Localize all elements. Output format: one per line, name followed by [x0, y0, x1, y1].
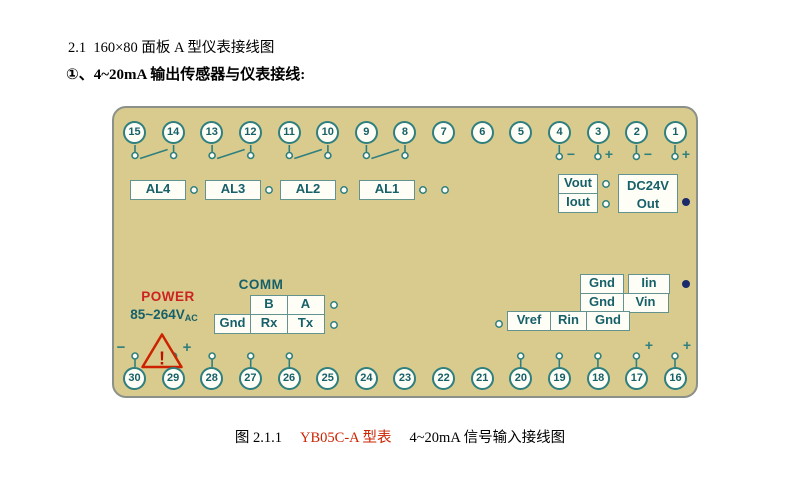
bottom-terminal-stubs: [131, 352, 679, 367]
terminal-17: 17: [625, 367, 649, 390]
terminal-6: 6: [470, 121, 494, 144]
subsection-heading: ①、4~20mA 输出传感器与仪表接线:: [66, 67, 306, 83]
gnd-label-1: Gnd: [580, 274, 624, 294]
warning-exclamation: !: [159, 349, 165, 369]
terminal-22: 22: [432, 367, 456, 390]
gnd-label-3: Gnd: [586, 311, 630, 331]
vin-label: Vin: [622, 292, 669, 313]
terminal-30: 30: [123, 367, 146, 390]
dc24v-minus-sign: −: [643, 146, 653, 162]
terminal-5: 5: [509, 121, 533, 144]
comm-gnd-label: Gnd: [213, 313, 252, 334]
power-voltage-value: 85~264V: [130, 307, 185, 322]
alarm-label-al2: AL2: [280, 180, 336, 200]
terminal-12: 12: [238, 121, 262, 144]
dc24v-line2: Out: [636, 195, 660, 211]
terminal-1: 1: [663, 121, 687, 144]
terminal-23: 23: [393, 367, 417, 390]
terminal-10: 10: [316, 121, 340, 144]
comm-tx-label: Tx: [286, 313, 325, 334]
comm-title: COMM: [238, 277, 284, 292]
iout-label: Iout: [558, 192, 598, 213]
caption-figure-number: 图 2.1.1: [234, 430, 282, 446]
iout-plus-sign: +: [604, 146, 614, 162]
caption-description: 4~20mA 信号输入接线图: [409, 430, 566, 446]
terminal-16: 16: [663, 367, 687, 390]
figure-caption: 图 2.1.1 YB05C-A 型表 4~20mA 信号输入接线图: [0, 426, 800, 447]
terminal-24: 24: [354, 367, 378, 390]
power-voltage: 85~264VAC: [116, 307, 212, 323]
connection-dots: [190, 180, 610, 329]
terminal-20: 20: [509, 367, 533, 390]
terminal-19: 19: [548, 367, 572, 390]
terminal-14: 14: [161, 121, 185, 144]
filled-link-bullets: [682, 198, 690, 288]
terminal-7: 7: [432, 121, 456, 144]
alarm-label-al1: AL1: [359, 180, 415, 200]
dc24v-plus-sign: +: [681, 146, 691, 162]
gnd-label-2: Gnd: [580, 292, 624, 313]
vin-plus-sign: +: [644, 337, 654, 353]
comm-a-label: A: [286, 295, 325, 315]
dc24v-out-label: DC24V Out: [618, 174, 678, 213]
terminal-26: 26: [277, 367, 301, 390]
terminal-13: 13: [200, 121, 224, 144]
alarm-label-al3: AL3: [205, 180, 261, 200]
terminal-27: 27: [238, 367, 262, 390]
comm-rx-label: Rx: [250, 313, 288, 334]
section-heading: 2.1 160×80 面板 A 型仪表接线图: [68, 40, 275, 56]
terminal-15: 15: [123, 121, 146, 144]
caption-model: YB05C-A 型表: [300, 430, 392, 446]
terminal-9: 9: [354, 121, 378, 144]
top-terminal-row: 15 14 13 12 11 10 9 8 7 6 5 4 3 2 1: [123, 121, 687, 144]
power-voltage-unit: AC: [184, 313, 198, 323]
terminal-11: 11: [277, 121, 301, 144]
top-terminal-stubs: [555, 145, 679, 161]
iin-label: Iin: [628, 274, 670, 294]
wiring-overlay-graphics: !: [131, 145, 690, 369]
wiring-diagram-panel: ! 15 14 13 12 11 10 9 8 7 6 5 4 3 2 1 30…: [112, 106, 698, 398]
terminal-8: 8: [393, 121, 417, 144]
power-plus-sign: +: [182, 339, 192, 356]
rin-label: Rin: [549, 311, 588, 331]
terminal-4: 4: [548, 121, 572, 144]
power-title: POWER: [141, 289, 195, 304]
vref-label: Vref: [507, 311, 551, 331]
terminal-29: 29: [161, 367, 185, 390]
terminal-18: 18: [586, 367, 610, 390]
power-minus-sign: −: [116, 339, 126, 356]
bottom-terminal-row: 30 29 28 27 26 25 24 23 22 21 20 19 18 1…: [123, 367, 687, 390]
dc24v-line1: DC24V: [627, 178, 669, 193]
relay-contact-symbols: [131, 145, 409, 160]
warning-triangle-icon: !: [141, 333, 183, 369]
terminal-3: 3: [586, 121, 610, 144]
terminal-2: 2: [625, 121, 649, 144]
vout-label: Vout: [558, 174, 598, 194]
comm-b-label: B: [250, 295, 288, 315]
alarm-label-al4: AL4: [130, 180, 186, 200]
terminal-28: 28: [200, 367, 224, 390]
terminal-21: 21: [470, 367, 494, 390]
iin-plus-sign: +: [682, 337, 692, 353]
vout-minus-sign: −: [566, 146, 576, 162]
terminal-25: 25: [316, 367, 340, 390]
